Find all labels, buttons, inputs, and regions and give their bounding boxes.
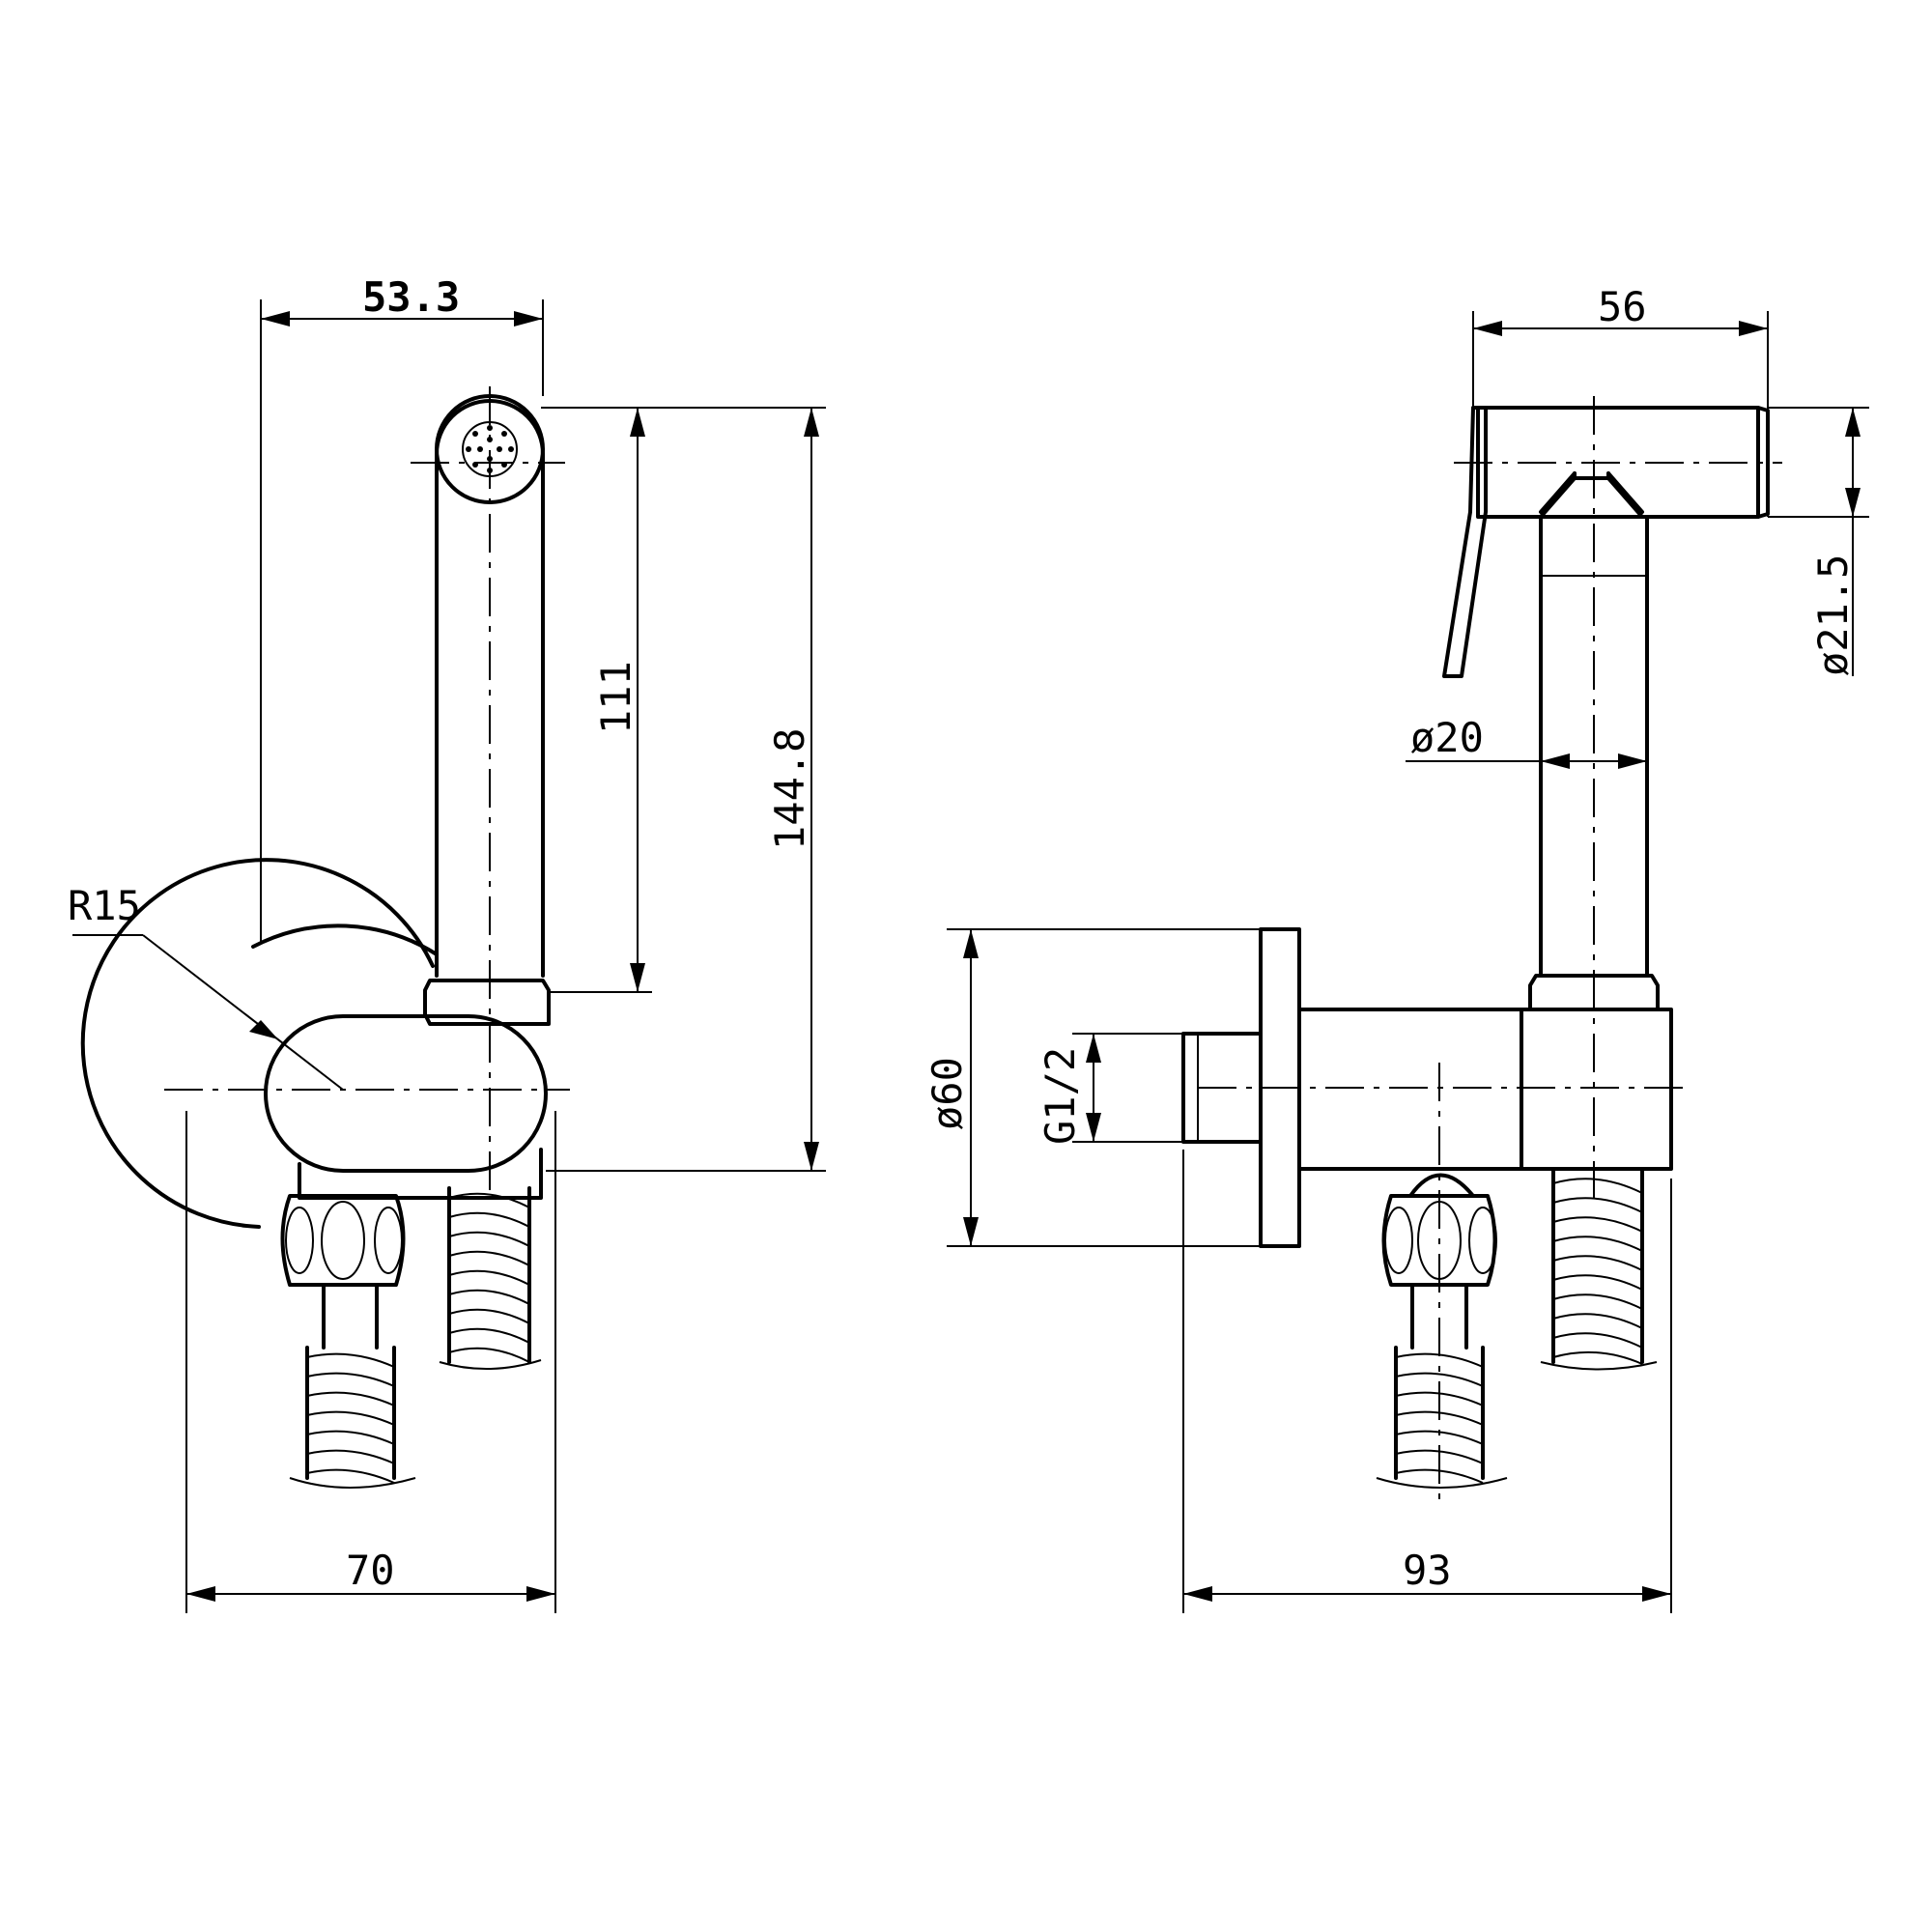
dim-right-total-width: 93: [1403, 1547, 1452, 1594]
dim-left-nozzle-length: 111: [592, 661, 639, 734]
dim-left-radius: R15: [68, 882, 141, 929]
dim-56-arrow-left: [1473, 321, 1502, 336]
dim-215-arrow-bottom: [1845, 488, 1861, 517]
dim-right-head-diameter: ø21.5: [1809, 554, 1857, 676]
dim-left-total-width: 70: [346, 1547, 395, 1594]
dim-53-arrow-right: [514, 311, 543, 327]
dim-60-arrow-top: [963, 929, 979, 958]
dim-left-total-height: 144.8: [766, 728, 813, 850]
trigger-lever: [1442, 406, 1488, 678]
dim-right-handle-diameter: ø20: [1410, 714, 1484, 761]
dim-111-arrow-bottom: [630, 963, 645, 992]
dim-144-arrow-bottom: [804, 1142, 819, 1171]
handle-neck-lines: [1539, 471, 1644, 514]
front-view: R15 53.3 111 144.8 70: [68, 273, 826, 1613]
inlet-hose: [289, 1346, 416, 1489]
dim-93-arrow-left: [1183, 1586, 1212, 1602]
side-view: 56 ø21.5 ø20 ø60 G1/2 93: [923, 283, 1869, 1613]
dim-111-arrow-top: [630, 408, 645, 437]
r15-arrow: [249, 1020, 278, 1039]
holder-block: [1297, 1008, 1673, 1171]
side-inlet-hose: [1376, 1346, 1508, 1489]
wall-plate-outline: [80, 858, 435, 1229]
dim-right-thread: G1/2: [1037, 1047, 1084, 1145]
side-nut-face-right: [1468, 1207, 1497, 1274]
hex-nut-face-left: [285, 1207, 314, 1274]
dim-g12-arrow-bottom: [1086, 1113, 1101, 1142]
side-shower-hose: [1540, 1167, 1658, 1371]
hex-nut: [280, 1194, 406, 1287]
side-inlet-stem: [1410, 1283, 1468, 1350]
dim-93-arrow-right: [1642, 1586, 1671, 1602]
dim-70-arrow-left: [186, 1586, 215, 1602]
inlet-stem: [322, 1283, 379, 1350]
dim-g12-arrow-top: [1086, 1034, 1101, 1063]
handle-tube: [1539, 515, 1649, 978]
wall-plate-outline-top: [251, 923, 439, 956]
dim-right-flange-diameter: ø60: [923, 1057, 971, 1130]
r15-leader: [142, 934, 344, 1091]
hex-nut-face-right: [374, 1207, 403, 1274]
dim-56-arrow-right: [1739, 321, 1768, 336]
shower-hose: [439, 1186, 542, 1371]
side-nut-face-left: [1384, 1207, 1413, 1274]
dim-215-arrow-top: [1845, 408, 1861, 437]
dim-60-arrow-bottom: [963, 1217, 979, 1246]
dim-53-arrow-left: [261, 311, 290, 327]
holder-oval: [264, 1014, 548, 1173]
side-nut-dome: [1408, 1173, 1475, 1198]
dim-70-arrow-right: [526, 1586, 555, 1602]
dim-20-arrow-right: [1618, 753, 1647, 769]
hex-nut-face-center: [321, 1201, 365, 1280]
threaded-inlet: [1181, 1032, 1263, 1144]
holder-lower-body: [298, 1148, 543, 1200]
dim-20-arrow-left: [1541, 753, 1570, 769]
dim-right-top-width: 56: [1598, 283, 1647, 330]
dim-left-top-width: 53.3: [362, 273, 460, 321]
dim-144-arrow-top: [804, 408, 819, 437]
